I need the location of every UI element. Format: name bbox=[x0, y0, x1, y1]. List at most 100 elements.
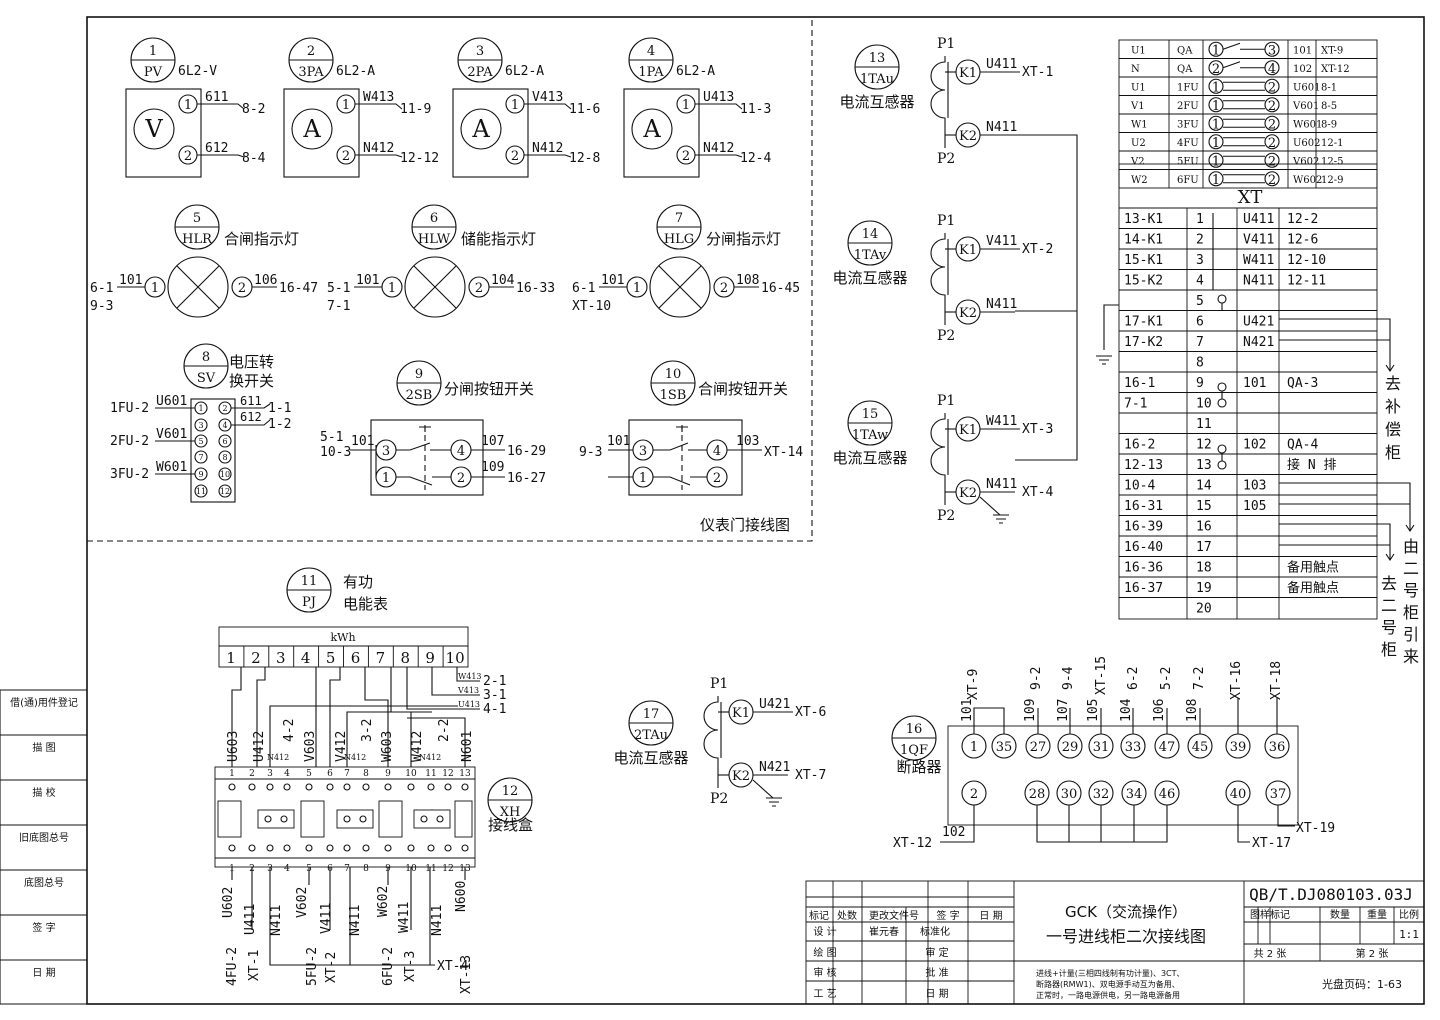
meter-wire-2 bbox=[355, 154, 403, 158]
xh-top-label: W412 bbox=[410, 731, 425, 762]
xt-lead-1 bbox=[1279, 318, 1391, 371]
ct-coil bbox=[930, 233, 946, 325]
ct-coil bbox=[703, 696, 719, 788]
pin-number: 1 bbox=[184, 98, 192, 113]
ct-k2-dest: XT-4 bbox=[1022, 485, 1053, 500]
meter-wire-2-dest: 12-8 bbox=[569, 151, 600, 166]
meter-type: 6L2-A bbox=[676, 64, 715, 79]
qf-top-dest: XT-18 bbox=[1269, 661, 1284, 700]
sv-name-1: 电压转 bbox=[229, 353, 274, 371]
fuse-body bbox=[1223, 81, 1265, 91]
qf-top-wire: 105 bbox=[1086, 699, 1101, 722]
xh-top-label: 4-2 bbox=[282, 719, 297, 742]
xt-cell-wire: W411 bbox=[1243, 253, 1274, 268]
lamp-source-2: XT-10 bbox=[572, 299, 611, 314]
fuse-cell-device: 1FU bbox=[1177, 82, 1199, 93]
meter-wire-2-label: N412 bbox=[363, 141, 394, 156]
xt-cell-number: 9 bbox=[1196, 376, 1204, 391]
xh-screw bbox=[461, 783, 469, 791]
xt-cell-from: 16-37 bbox=[1124, 581, 1163, 596]
xt-side-note-1: 去 bbox=[1385, 374, 1401, 393]
ct-k2-wire-label: N411 bbox=[986, 297, 1017, 312]
lamp-cross bbox=[413, 265, 457, 309]
button-in-wire bbox=[350, 445, 377, 477]
lamp-source-1: 5-1 bbox=[327, 281, 350, 296]
fuse-cell-wire: U601 bbox=[1293, 82, 1321, 93]
device-tag-code: 2SB bbox=[406, 388, 433, 403]
lamp-body bbox=[649, 256, 711, 318]
xh-screw bbox=[407, 844, 415, 852]
pin-number: 1 bbox=[1212, 80, 1220, 95]
device-tag-code: HLW bbox=[418, 232, 451, 247]
xt-cell-dest: QA-3 bbox=[1287, 376, 1318, 391]
lamp-source-1: 6-1 bbox=[90, 281, 113, 296]
pin-number: 37 bbox=[1270, 787, 1287, 802]
button-body bbox=[370, 419, 484, 496]
xt-cell-from: 13-K1 bbox=[1124, 212, 1163, 227]
device-tag-code: PV bbox=[144, 65, 163, 80]
ct-coil bbox=[930, 56, 946, 148]
xh-term-top: 12 bbox=[442, 769, 453, 779]
tb-designer: 崔元春 bbox=[869, 925, 899, 938]
tb-total: 共 2 张 bbox=[1254, 948, 1287, 960]
xh-screw bbox=[283, 783, 291, 791]
qf-left-dest: XT-12 bbox=[893, 836, 932, 851]
lamp-wire-in-label: 101 bbox=[356, 273, 379, 288]
ct-name: 电流互感器 bbox=[832, 269, 907, 287]
fuse-pin-out bbox=[1264, 115, 1280, 131]
xt-side-note-3: 二 bbox=[1381, 596, 1397, 615]
sv-pin-number: 7 bbox=[198, 453, 203, 462]
device-tag-number: 10 bbox=[665, 367, 682, 382]
tb-header: 签 字 bbox=[936, 909, 959, 922]
xh-term-top: 7 bbox=[344, 769, 350, 779]
button-out-label: 103 bbox=[736, 434, 759, 449]
qf-top-wire: 106 bbox=[1152, 699, 1167, 722]
xh-bottom-label: XT-2 bbox=[324, 952, 339, 983]
xh-term-top: 13 bbox=[459, 769, 471, 779]
qf-top-dest: 7-2 bbox=[1192, 667, 1207, 690]
pj-terminal: 9 bbox=[425, 649, 435, 667]
meter-wire-2-label: N412 bbox=[703, 141, 734, 156]
pin-number: K1 bbox=[959, 423, 977, 438]
xt-cell-number: 16 bbox=[1196, 520, 1212, 535]
pj-terminal: 5 bbox=[326, 649, 336, 667]
xh-top-label: V603 bbox=[303, 731, 318, 762]
xh-screw bbox=[248, 783, 256, 791]
xh-bottom-label: 6FU-2 bbox=[381, 947, 396, 986]
pin-number: 47 bbox=[1159, 740, 1176, 755]
lamp-source-1: 6-1 bbox=[572, 281, 595, 296]
xt-arrow bbox=[1385, 553, 1395, 561]
fuse-cell-wire: W602 bbox=[1293, 175, 1322, 186]
pin-number: 2 bbox=[1268, 154, 1276, 169]
pin-number: 1 bbox=[1212, 173, 1220, 188]
fuse-cell-device: 3FU bbox=[1177, 119, 1199, 130]
sv-pin bbox=[218, 450, 232, 464]
xh-top-label: 3-2 bbox=[360, 719, 375, 742]
xh-top-label: N412 bbox=[344, 753, 366, 762]
xh-bottom-label: XT-3 bbox=[403, 951, 418, 982]
qf-top-leads bbox=[973, 698, 1278, 734]
meter-box bbox=[125, 88, 202, 178]
meter-wire-2 bbox=[524, 154, 572, 158]
xh-link-plate bbox=[300, 800, 325, 838]
device-tag-code: 2TAu bbox=[634, 728, 668, 743]
xh-screw bbox=[359, 815, 367, 823]
sv-pin-number: 1 bbox=[198, 404, 203, 413]
device-tag-code: 1SB bbox=[660, 388, 687, 403]
xt-cell-wire: 103 bbox=[1243, 479, 1266, 494]
fuse-cell-phase: N bbox=[1131, 64, 1140, 75]
qf-top-wire: 109 bbox=[1023, 699, 1038, 722]
tb-col-label: 重量 bbox=[1367, 908, 1387, 921]
button-body bbox=[628, 419, 743, 496]
xt-cell-from: 16-2 bbox=[1124, 438, 1155, 453]
meter-face bbox=[460, 108, 502, 150]
tb-header: 日 期 bbox=[979, 910, 1002, 922]
xh-screw bbox=[305, 783, 313, 791]
pin-number: 2 bbox=[1212, 62, 1220, 77]
device-tag-code: 1QF bbox=[900, 743, 928, 758]
